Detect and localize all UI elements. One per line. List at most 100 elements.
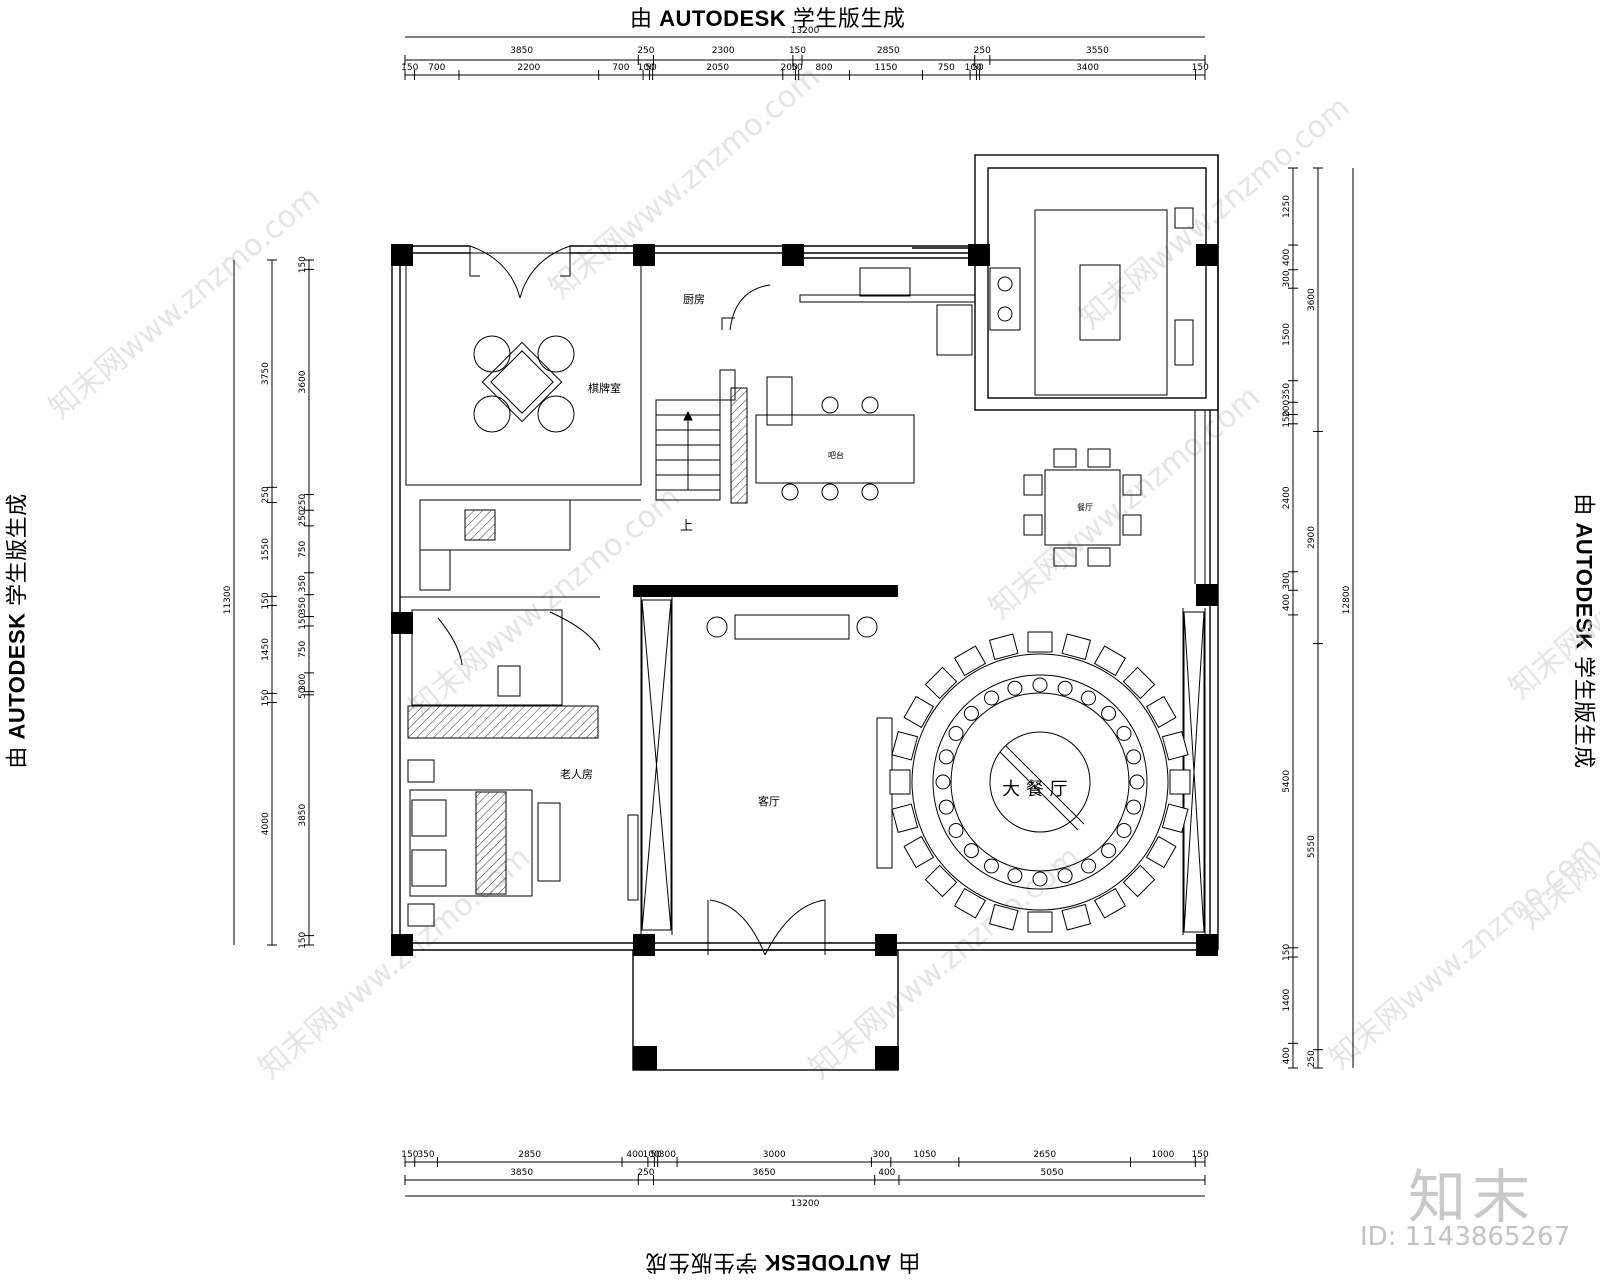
dim-right-inner: 1250 bbox=[1282, 195, 1292, 218]
dim-left-inner: 3600 bbox=[298, 370, 308, 393]
dim-bottom-row1: 350 bbox=[417, 1150, 434, 1160]
dim-bottom-row2: 5050 bbox=[1041, 1168, 1064, 1178]
dim-left-mid: 1450 bbox=[261, 638, 271, 661]
watermark-text: 知末网www.znzmo.com bbox=[43, 180, 327, 426]
dimension-lines bbox=[233, 36, 1354, 1197]
watermark-brand: 知末 bbox=[1408, 1163, 1537, 1231]
dim-left-inner: 300 bbox=[298, 673, 308, 690]
place-setting bbox=[1116, 823, 1132, 838]
banquet-chair bbox=[1027, 911, 1053, 933]
dim-bottom-row1: 2650 bbox=[1033, 1150, 1056, 1160]
dim-top-row1: 150 bbox=[789, 46, 806, 56]
dim-bottom-row1: 150 bbox=[1192, 1150, 1209, 1160]
dim-top-row2: 100 bbox=[965, 63, 982, 73]
banquet-chairs bbox=[889, 631, 1191, 933]
dim-left-inner: 750 bbox=[298, 641, 308, 658]
banquet-chair bbox=[1027, 631, 1053, 653]
banquet-chair bbox=[1122, 864, 1156, 898]
dim-bottom-row1: 300 bbox=[659, 1150, 676, 1160]
place-setting bbox=[1116, 726, 1132, 741]
banquet-chair bbox=[953, 887, 987, 919]
dim-left-inner: 750 bbox=[298, 540, 308, 557]
dim-top-row2: 50 bbox=[645, 63, 657, 73]
dim-left-inner: 250 bbox=[298, 494, 308, 511]
dim-left-mid: 150 bbox=[261, 592, 271, 609]
dim-left-inner: 150 bbox=[298, 612, 308, 629]
dim-bottom-row2: 400 bbox=[878, 1168, 895, 1178]
dim-top-row1: 2850 bbox=[877, 46, 900, 56]
dim-bottom-row1: 300 bbox=[873, 1150, 890, 1160]
dim-left-inner: 3850 bbox=[298, 803, 308, 826]
dim-left-mid: 1550 bbox=[261, 538, 271, 561]
dim-top-row2: 150 bbox=[1192, 63, 1209, 73]
dim-bottom-row2: 250 bbox=[637, 1168, 654, 1178]
room-label-bar: 吧台 bbox=[828, 450, 844, 460]
place-setting bbox=[963, 705, 979, 721]
dim-bottom-row2: 3650 bbox=[753, 1168, 776, 1178]
place-setting bbox=[935, 774, 951, 790]
dim-top-row2: 50 bbox=[791, 63, 803, 73]
dim-right-inner: 350 bbox=[1282, 383, 1292, 400]
dim-bottom-total: 13200 bbox=[791, 1199, 820, 1209]
dim-right-inner: 1400 bbox=[1282, 988, 1292, 1011]
dim-top-row2: 150 bbox=[401, 63, 418, 73]
drawing-id: ID: 1143865267 bbox=[1360, 1222, 1571, 1252]
dim-bottom-row1: 400 bbox=[626, 1150, 643, 1160]
dim-top-row1: 250 bbox=[637, 46, 654, 56]
dim-left-total: 11300 bbox=[223, 585, 233, 614]
dim-bottom-row1: 3000 bbox=[763, 1150, 786, 1160]
place-setting bbox=[1129, 774, 1145, 790]
dim-top-row2: 100 bbox=[638, 63, 655, 73]
dim-left-mid: 4000 bbox=[261, 812, 271, 835]
dim-top-row2: 750 bbox=[938, 63, 955, 73]
room-label-dining: 餐厅 bbox=[1077, 503, 1093, 512]
dim-right-mid: 250 bbox=[1307, 1050, 1317, 1067]
dim-bottom-row2: 3850 bbox=[510, 1168, 533, 1178]
banquet-chair bbox=[1061, 903, 1092, 931]
place-setting bbox=[1081, 858, 1096, 874]
watermark-text: 知末网www.znzmo.com bbox=[1503, 460, 1600, 706]
dim-right-inner: 300 bbox=[1282, 572, 1292, 589]
stair-up-label: 上 bbox=[680, 519, 693, 534]
dim-top-row2: 700 bbox=[612, 63, 629, 73]
place-setting bbox=[938, 749, 954, 765]
room-label-kitchen: 厨房 bbox=[683, 293, 705, 306]
banquet-chair bbox=[953, 645, 987, 677]
banquet-chair bbox=[903, 695, 935, 729]
place-setting bbox=[1032, 677, 1048, 693]
dim-left-inner: 250 bbox=[298, 509, 308, 526]
dim-left-inner: 150 bbox=[298, 256, 308, 273]
dim-right-inner: 400 bbox=[1282, 249, 1292, 266]
place-setting bbox=[1101, 843, 1117, 859]
dim-right-inner: 150 bbox=[1282, 410, 1292, 427]
dim-top-total: 13200 bbox=[791, 26, 820, 36]
dim-right-inner: 150 bbox=[1282, 944, 1292, 961]
dim-right-inner: 1500 bbox=[1282, 323, 1292, 346]
watermark-text: 知末网www.znzmo.com bbox=[403, 480, 687, 726]
dim-bottom-row1: 2850 bbox=[518, 1150, 541, 1160]
banquet-chair bbox=[924, 666, 958, 700]
banquet-chair bbox=[891, 803, 919, 834]
dim-top-row2: 2050 bbox=[706, 63, 729, 73]
banquet-chair bbox=[1169, 769, 1191, 795]
room-label-banquet: 大 餐 厅 bbox=[1002, 779, 1067, 800]
room-label-chess: 棋牌室 bbox=[588, 381, 621, 395]
dim-top-row2: 2200 bbox=[517, 63, 540, 73]
place-setting bbox=[938, 799, 954, 815]
dim-left-inner: 50 bbox=[298, 687, 308, 699]
dim-right-inner: 5400 bbox=[1282, 770, 1292, 793]
banquet-chair bbox=[1093, 645, 1127, 677]
dim-left-inner: 150 bbox=[298, 931, 308, 948]
banquet-chair bbox=[924, 864, 958, 898]
dim-bottom-row1: 150 bbox=[401, 1150, 418, 1160]
dim-bottom-row1: 100 bbox=[643, 1150, 660, 1160]
banquet-chair bbox=[1161, 803, 1189, 834]
banquet-chair bbox=[1122, 666, 1156, 700]
dim-left-inner: 350 bbox=[298, 575, 308, 592]
watermark-text: 知末网www.znzmo.com bbox=[1513, 690, 1600, 936]
dim-top-row2: 200 bbox=[781, 63, 798, 73]
dim-top-row2: 50 bbox=[972, 63, 984, 73]
watermark-text: 知末网www.znzmo.com bbox=[983, 380, 1267, 626]
structural-columns bbox=[391, 244, 1218, 1070]
banquet-chair bbox=[988, 903, 1019, 931]
